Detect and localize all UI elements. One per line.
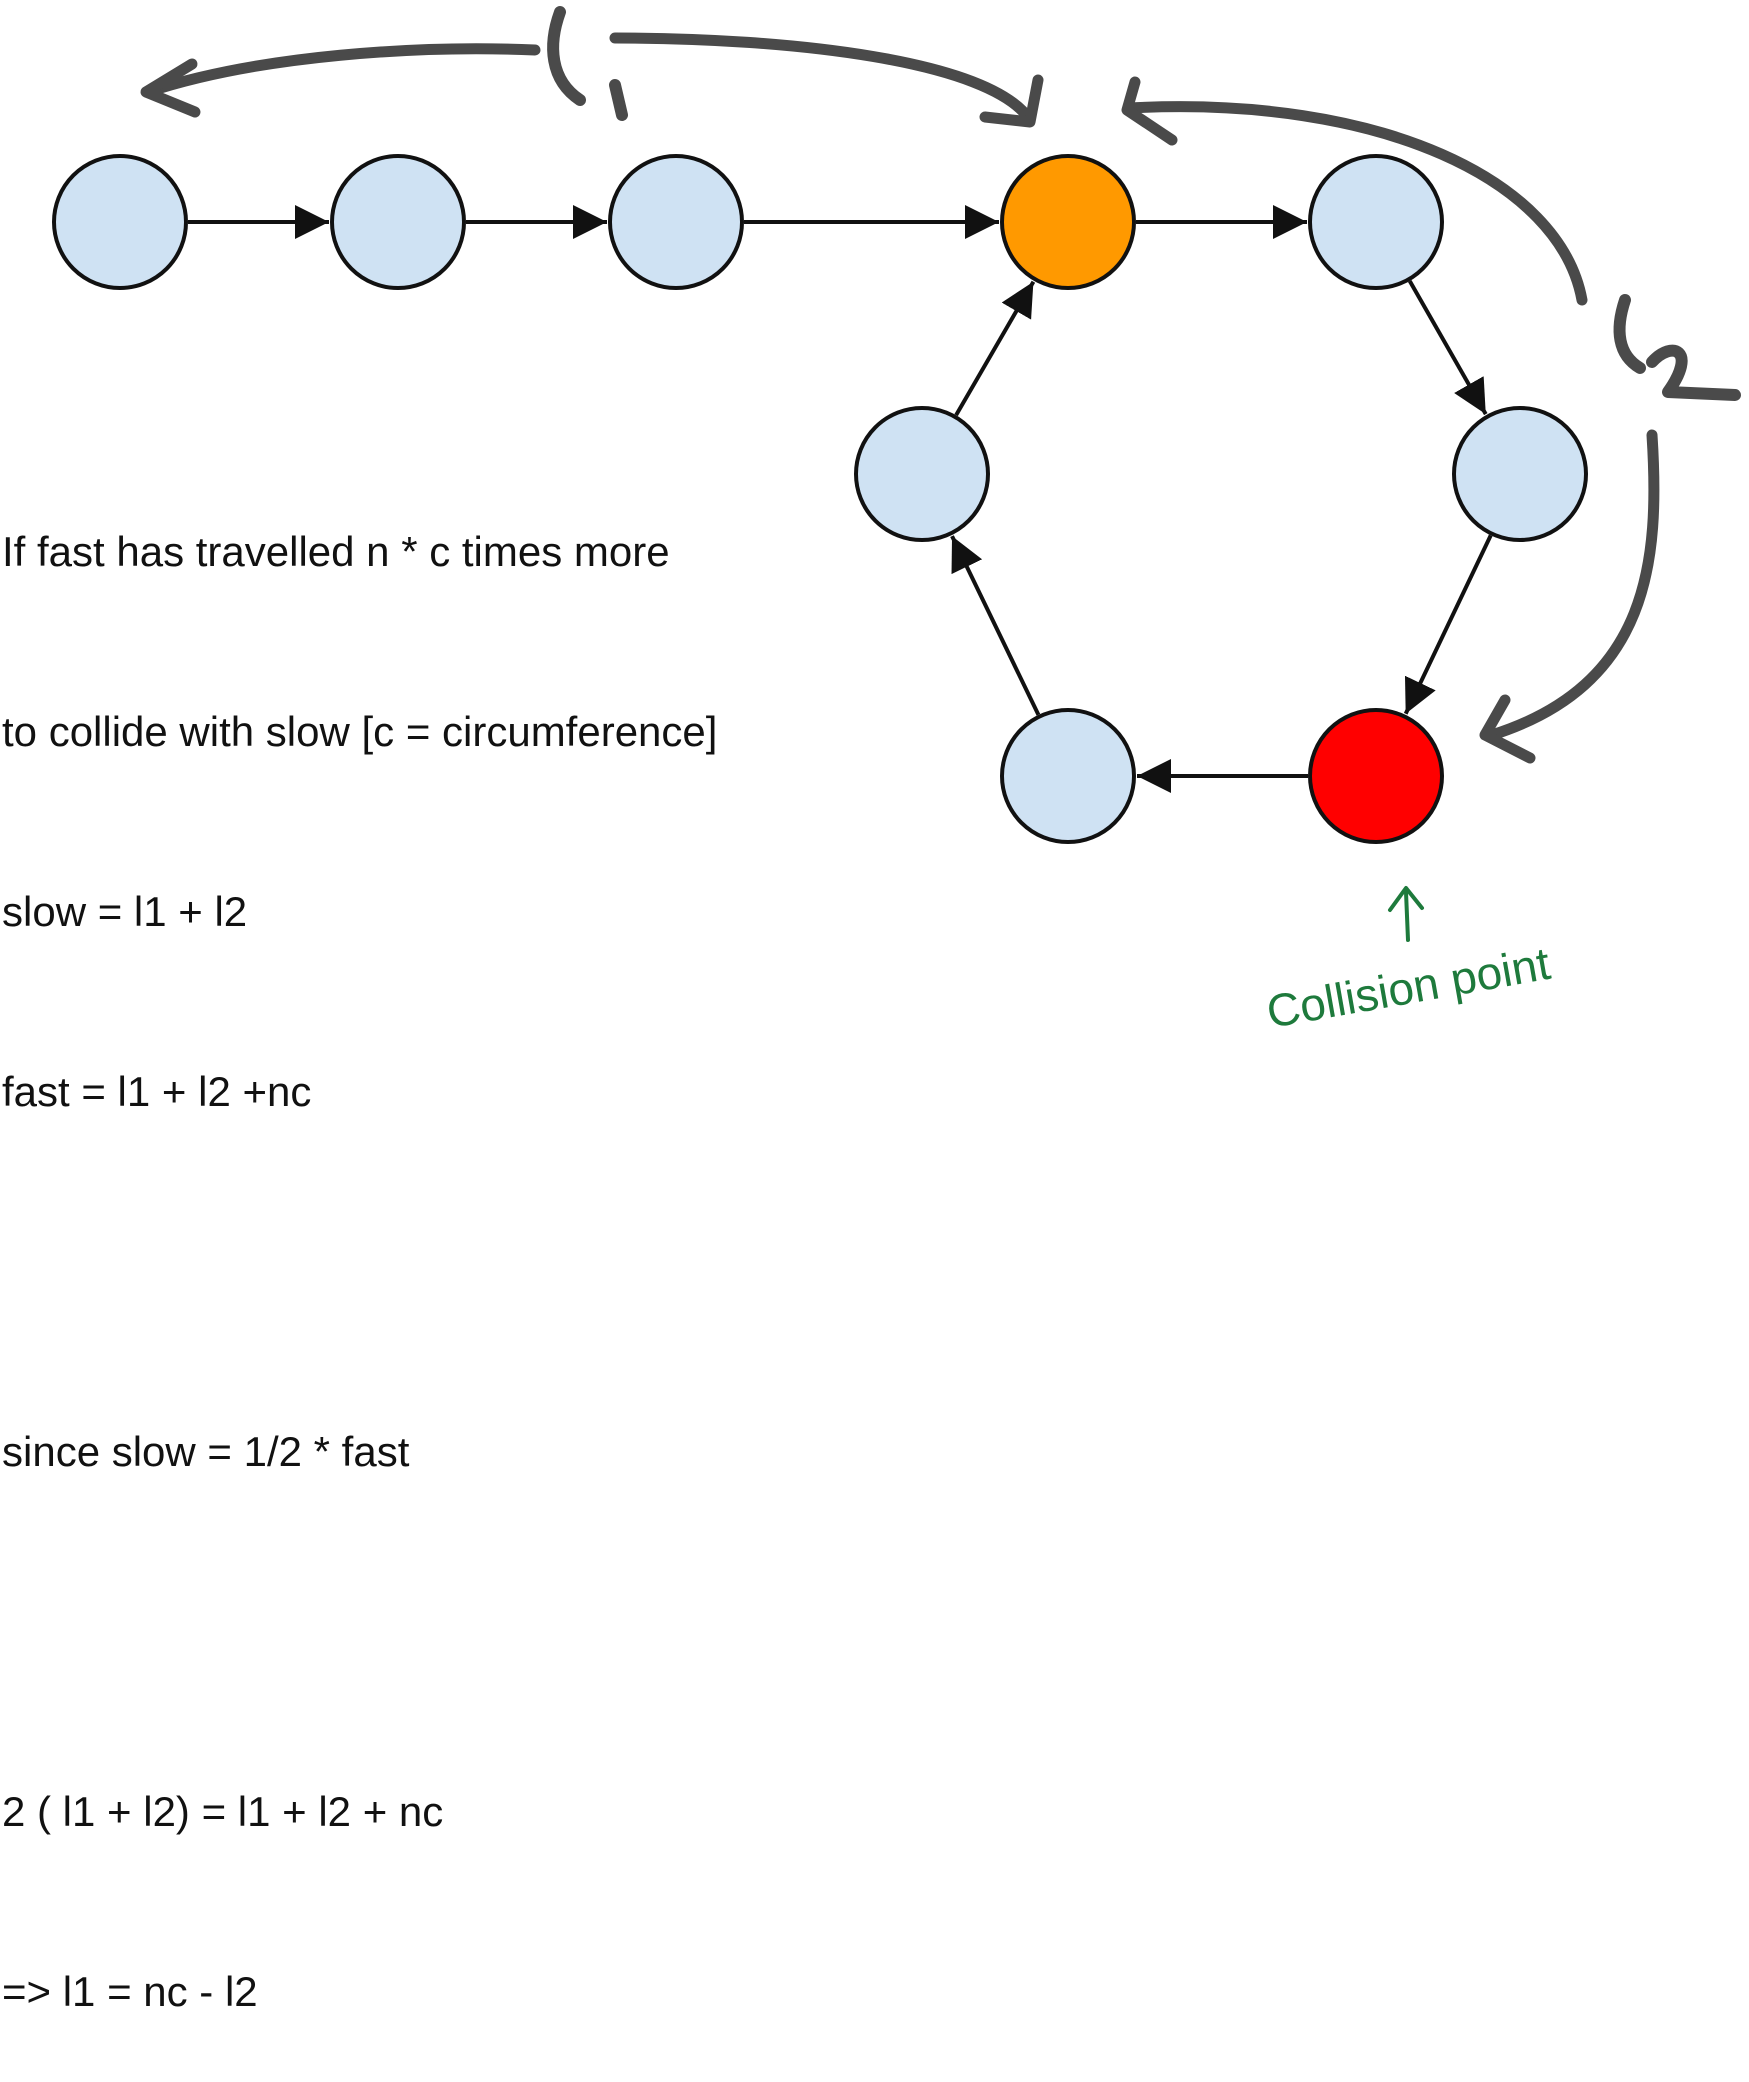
explanation-line: => l1 = nc - l2 [2, 1968, 258, 2015]
nodes [52, 154, 1588, 844]
annotations [140, 6, 1741, 942]
node-cycle-n9 [854, 406, 990, 542]
explanation-line: slow = l1 + l2 [2, 888, 248, 935]
l2-top-arc [1124, 101, 1588, 306]
collision-point-label: Collision point [1263, 937, 1554, 1038]
linked-list-cycle-diagram: Collision point [52, 6, 1741, 1038]
l2-glyph-l [1613, 294, 1646, 374]
l1-right-arc [609, 32, 1036, 126]
collision-pointer-shaft [1404, 890, 1410, 942]
l1-left-arrowhead [140, 58, 201, 118]
explanation-line: since slow = 1/2 * fast [2, 1428, 410, 1475]
node-cycle-n6 [1452, 406, 1588, 542]
l2-glyph-subscript-2 [1646, 344, 1741, 401]
l1-left-arc [142, 43, 541, 98]
edges [188, 205, 1493, 793]
edge-n8-n9 [950, 535, 1041, 716]
edge-n6-n7 [1403, 534, 1493, 715]
l2-top-arrowhead [1121, 76, 1178, 146]
node-cycle-start-n4 [1000, 154, 1136, 290]
l2-bottom-arrowhead [1479, 694, 1536, 764]
explanation-line [2, 1602, 717, 1662]
node-list-n2 [330, 154, 466, 290]
edge-n5-n6 [1408, 280, 1488, 416]
explanation-line: to collide with slow [c = circumference] [2, 708, 718, 755]
explanation-line [2, 1242, 717, 1302]
l1-glyph-subscript-1 [609, 79, 628, 121]
explanation-line: If fast has travelled n * c times more [2, 528, 670, 575]
node-cycle-n8 [1000, 708, 1136, 844]
node-collision-n7 [1308, 708, 1444, 844]
node-list-n1 [52, 154, 188, 290]
collision-pointer-head [1388, 886, 1424, 912]
explanation-line: fast = l1 + l2 +nc [2, 1068, 312, 1115]
edge-n9-n4 [954, 280, 1036, 417]
explanation-line: 2 ( l1 + l2) = l1 + l2 + nc [2, 1788, 444, 1835]
node-cycle-n5 [1308, 154, 1444, 290]
l1-right-arrowhead [979, 74, 1044, 128]
l2-bottom-arc [1486, 429, 1660, 741]
explanation-text: If fast has travelled n * c times more t… [2, 402, 717, 2082]
l1-glyph-l [547, 6, 586, 106]
node-list-n3 [608, 154, 744, 290]
